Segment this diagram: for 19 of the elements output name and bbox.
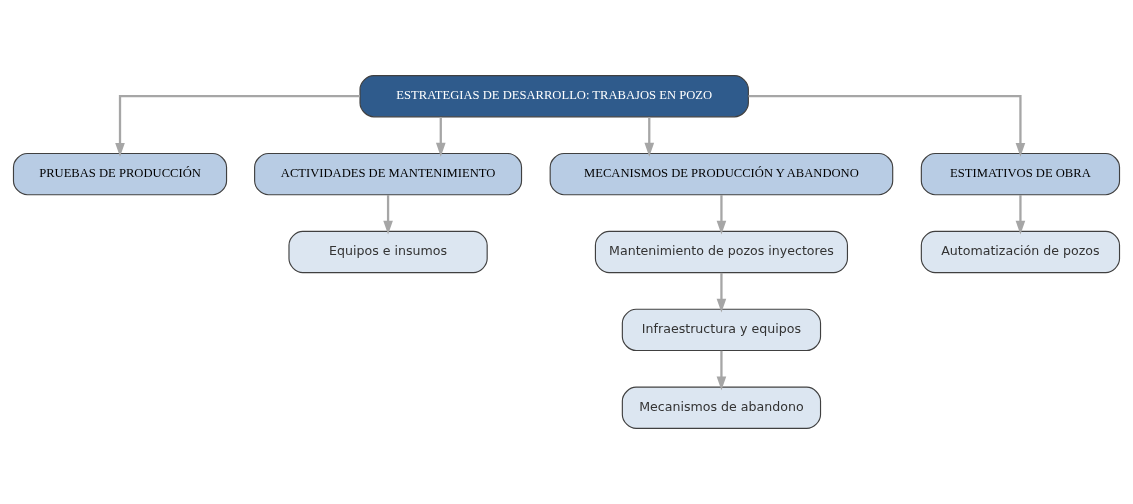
arrow [383,194,393,235]
arrow [716,194,727,235]
node-box: ESTRATEGIAS DE DESARROLLO: TRABAJOS EN POZO [359,75,749,118]
arrow [716,272,727,313]
arrow [435,117,446,157]
node-box: ACTIVIDADES DE MANTENIMIENTO [254,152,523,196]
arrow [644,117,655,157]
node-box: MECANISMOS DE PRODUCCIÓN Y ABANDONO [549,152,894,196]
arrow [115,95,360,157]
node-box: Infraestructura y equipos [621,308,822,352]
node-box: PRUEBAS DE PRODUCCIÓN [12,152,228,196]
arrow [716,350,727,391]
node-box: Mantenimiento de pozos inyectores [594,230,849,274]
arrow [1015,194,1026,235]
node-box: Automatización de pozos [920,230,1121,274]
arrow [748,95,1026,157]
node-box: Mecanismos de abandono [621,386,822,429]
node-box: ESTIMATIVOS DE OBRA [920,152,1121,196]
node-box: Equipos e insumos [288,230,488,274]
